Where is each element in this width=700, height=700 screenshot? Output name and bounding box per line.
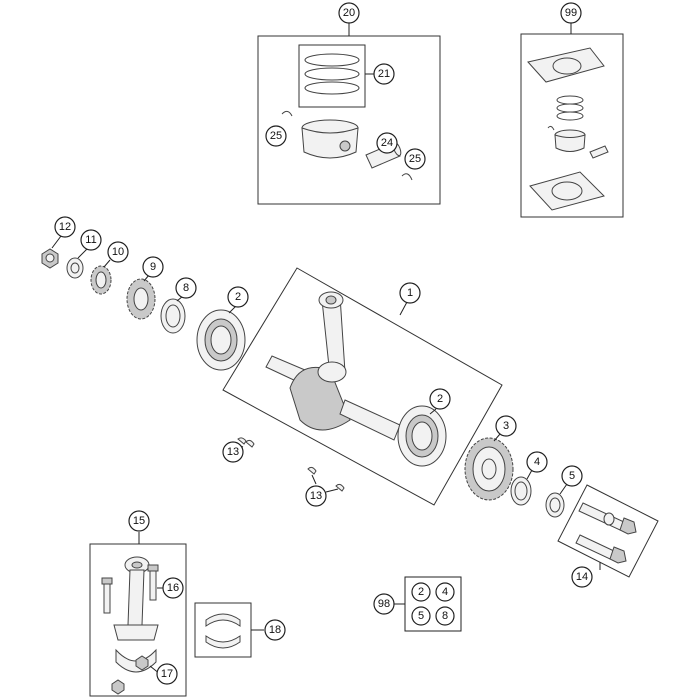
piston: [301, 119, 359, 159]
svg-text:14: 14: [576, 571, 588, 583]
svg-text:3: 3: [503, 420, 509, 432]
svg-text:16: 16: [167, 582, 179, 594]
small-piston-rings: [556, 95, 584, 121]
callout-4[interactable]: 4: [526, 451, 548, 473]
bolt-lower: [575, 534, 627, 564]
svg-text:4: 4: [442, 586, 448, 598]
svg-text:8: 8: [183, 282, 189, 294]
svg-text:11: 11: [85, 234, 96, 246]
callout-25-right[interactable]: 25: [404, 148, 426, 170]
small-piston: [554, 129, 586, 152]
woodruff-keys-upper: [237, 437, 255, 448]
circlip-left: [281, 110, 293, 117]
callout-2-left[interactable]: 2: [227, 286, 249, 308]
svg-text:13: 13: [310, 490, 322, 502]
svg-text:25: 25: [270, 130, 282, 142]
svg-text:99: 99: [565, 7, 577, 19]
callout-5[interactable]: 5: [561, 465, 583, 487]
connecting-rod: [113, 556, 159, 641]
crankshaft: [265, 291, 401, 441]
callout-13-upper[interactable]: 13: [222, 441, 244, 463]
callout-24[interactable]: 24: [376, 132, 398, 154]
rod-bolts: [101, 564, 159, 614]
callout-8[interactable]: 8: [175, 277, 197, 299]
svg-text:10: 10: [112, 246, 124, 258]
svg-text:12: 12: [59, 221, 71, 233]
callout-25-left[interactable]: 25: [265, 125, 287, 147]
svg-text:4: 4: [534, 456, 540, 468]
callout-12[interactable]: 12: [54, 216, 76, 238]
washer-11: [66, 257, 84, 279]
callout-9[interactable]: 9: [142, 256, 164, 278]
svg-text:24: 24: [381, 137, 393, 149]
callout-2-right[interactable]: 2: [429, 388, 451, 410]
piston-kit-frame: [257, 35, 441, 205]
kit98-item-4[interactable]: 8: [435, 606, 455, 626]
callout-1[interactable]: 1: [399, 282, 421, 304]
circlip-right: [401, 173, 413, 181]
callout-18[interactable]: 18: [264, 619, 286, 641]
callout-17[interactable]: 17: [156, 663, 178, 685]
svg-text:2: 2: [437, 393, 443, 405]
callout-98[interactable]: 98: [373, 593, 395, 615]
svg-text:98: 98: [378, 598, 390, 610]
callout-99[interactable]: 99: [560, 2, 582, 24]
callout-15[interactable]: 15: [128, 510, 150, 532]
kit98-item-1[interactable]: 2: [411, 582, 431, 602]
connecting-rod-frame: [89, 543, 187, 697]
bearing-2-left: [196, 309, 246, 371]
bearing-shells-frame: [194, 602, 252, 658]
small-circlip: [547, 125, 555, 131]
svg-text:2: 2: [418, 586, 424, 598]
kit-98-box: [404, 576, 462, 632]
bolts-frame: [557, 484, 659, 578]
piston-rings: [298, 44, 366, 108]
svg-text:13: 13: [227, 446, 239, 458]
washer-small: [603, 512, 615, 526]
callout-21[interactable]: 21: [373, 63, 395, 85]
lock-washer-5: [545, 492, 565, 518]
washer-4: [510, 476, 532, 506]
crankshaft-frame: [222, 267, 503, 506]
rod-nuts: [111, 655, 149, 695]
bearing-2-right: [397, 405, 447, 467]
svg-text:21: 21: [378, 68, 390, 80]
gear-9: [126, 278, 156, 320]
kit98-item-2[interactable]: 4: [435, 582, 455, 602]
svg-text:5: 5: [418, 610, 424, 622]
svg-text:1: 1: [407, 287, 413, 299]
svg-text:18: 18: [269, 624, 281, 636]
seal-8: [160, 298, 186, 334]
cylinder-base-gasket: [529, 171, 605, 211]
svg-text:15: 15: [133, 515, 145, 527]
woodruff-keys-lower: [307, 466, 345, 492]
gasket-kit-frame: [520, 33, 624, 218]
callout-11[interactable]: 11: [80, 229, 102, 251]
nut-12: [41, 248, 59, 269]
callout-13-lower[interactable]: 13: [305, 485, 327, 507]
svg-text:9: 9: [150, 261, 156, 273]
svg-text:25: 25: [409, 153, 421, 165]
callout-3[interactable]: 3: [495, 415, 517, 437]
callout-14[interactable]: 14: [571, 566, 593, 588]
bearing-shells: [205, 613, 241, 649]
svg-text:5: 5: [569, 470, 575, 482]
svg-text:20: 20: [343, 7, 355, 19]
kit98-item-3[interactable]: 5: [411, 606, 431, 626]
callout-10[interactable]: 10: [107, 241, 129, 263]
svg-text:17: 17: [161, 668, 173, 680]
gear-3: [464, 437, 514, 501]
gear-10: [90, 265, 112, 295]
cylinder-head-gasket: [527, 47, 605, 83]
small-piston-pin: [589, 145, 609, 159]
svg-text:8: 8: [442, 610, 448, 622]
svg-text:2: 2: [235, 291, 241, 303]
callout-20[interactable]: 20: [338, 2, 360, 24]
callout-16[interactable]: 16: [162, 577, 184, 599]
